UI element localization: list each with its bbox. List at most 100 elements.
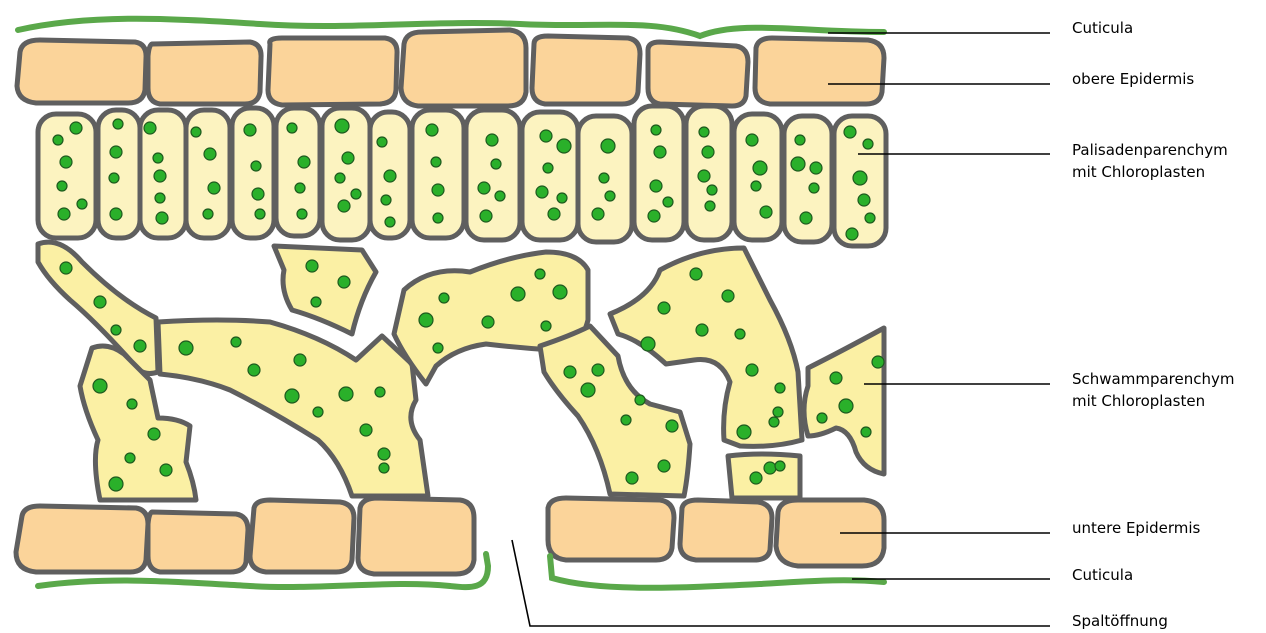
- chloroplast: [663, 197, 673, 207]
- chloroplast: [109, 477, 123, 491]
- chloroplast: [255, 209, 265, 219]
- chloroplast: [592, 208, 604, 220]
- chloroplast: [153, 153, 163, 163]
- chloroplast: [431, 157, 441, 167]
- chloroplast: [60, 156, 72, 168]
- chloroplast: [208, 182, 220, 194]
- label-upper-epidermis: obere Epidermis: [1072, 68, 1194, 90]
- chloroplast: [698, 170, 710, 182]
- chloroplast: [480, 210, 492, 222]
- chloroplast: [426, 124, 438, 136]
- label-spongy-line2: mit Chloroplasten: [1072, 390, 1205, 412]
- chloroplast: [699, 127, 709, 137]
- chloroplast: [251, 161, 261, 171]
- chloroplast: [244, 124, 256, 136]
- chloroplast: [203, 209, 213, 219]
- chloroplast: [635, 395, 645, 405]
- chloroplast: [872, 356, 884, 368]
- chloroplast: [707, 185, 717, 195]
- chloroplast: [865, 213, 875, 223]
- chloroplast: [844, 126, 856, 138]
- chloroplast: [154, 170, 166, 182]
- label-palisade-line2: mit Chloroplasten: [1072, 161, 1205, 183]
- chloroplast: [746, 364, 758, 376]
- chloroplast: [113, 119, 123, 129]
- chloroplast: [191, 127, 201, 137]
- chloroplast: [769, 417, 779, 427]
- chloroplast: [548, 208, 560, 220]
- chloroplast: [127, 399, 137, 409]
- chloroplast: [231, 337, 241, 347]
- chloroplast: [658, 460, 670, 472]
- chloroplast: [160, 464, 172, 476]
- chloroplast: [285, 389, 299, 403]
- upper-epidermis-cells: [17, 30, 884, 106]
- chloroplast: [696, 324, 708, 336]
- chloroplast: [335, 119, 349, 133]
- chloroplast: [810, 162, 822, 174]
- chloroplast: [746, 134, 758, 146]
- chloroplast: [773, 407, 783, 417]
- epidermis-cell: [532, 36, 640, 104]
- chloroplast: [702, 146, 714, 158]
- label-cuticula-top: Cuticula: [1072, 17, 1133, 39]
- chloroplast: [77, 199, 87, 209]
- chloroplast: [775, 383, 785, 393]
- chloroplast: [641, 337, 655, 351]
- chloroplast: [601, 139, 615, 153]
- chloroplast: [342, 152, 354, 164]
- epidermis-cell: [358, 498, 474, 574]
- chloroplast: [658, 302, 670, 314]
- epidermis-cell: [148, 42, 261, 104]
- chloroplast: [313, 407, 323, 417]
- chloroplast: [858, 194, 870, 206]
- epidermis-cell: [250, 500, 354, 572]
- chloroplast: [381, 195, 391, 205]
- label-lower-epidermis: untere Epidermis: [1072, 517, 1200, 539]
- chloroplast: [543, 163, 553, 173]
- chloroplast: [252, 188, 264, 200]
- chloroplast: [93, 379, 107, 393]
- epidermis-cell: [755, 38, 884, 104]
- epidermis-cell: [401, 30, 526, 106]
- chloroplast: [753, 161, 767, 175]
- epidermis-cell: [680, 500, 772, 560]
- chloroplast: [621, 415, 631, 425]
- chloroplast: [817, 413, 827, 423]
- chloroplast: [419, 313, 433, 327]
- chloroplast: [764, 462, 776, 474]
- chloroplast: [179, 341, 193, 355]
- chloroplast: [144, 122, 156, 134]
- chloroplast: [540, 130, 552, 142]
- chloroplast: [53, 135, 63, 145]
- epidermis-cell: [268, 38, 397, 105]
- palisade-cell: [734, 114, 782, 240]
- chloroplast: [650, 180, 662, 192]
- palisade-cell: [466, 110, 520, 240]
- chloroplast: [60, 262, 72, 274]
- chloroplast: [495, 191, 505, 201]
- chloroplast: [360, 424, 372, 436]
- chloroplast: [338, 200, 350, 212]
- chloroplast: [809, 183, 819, 193]
- chloroplast: [486, 134, 498, 146]
- chloroplast: [338, 276, 350, 288]
- epidermis-cell: [548, 498, 674, 560]
- chloroplast: [433, 343, 443, 353]
- chloroplast: [626, 472, 638, 484]
- label-cuticula-bottom: Cuticula: [1072, 564, 1133, 586]
- chloroplast: [750, 472, 762, 484]
- chloroplast: [111, 325, 121, 335]
- chloroplast: [722, 290, 734, 302]
- chloroplast: [564, 366, 576, 378]
- chloroplast: [351, 189, 361, 199]
- chloroplast: [204, 148, 216, 160]
- chloroplast: [248, 364, 260, 376]
- spongy-cell: [728, 454, 800, 498]
- chloroplast: [735, 329, 745, 339]
- chloroplast: [297, 209, 307, 219]
- chloroplast: [155, 193, 165, 203]
- epidermis-cell: [17, 40, 146, 103]
- chloroplast: [156, 212, 168, 224]
